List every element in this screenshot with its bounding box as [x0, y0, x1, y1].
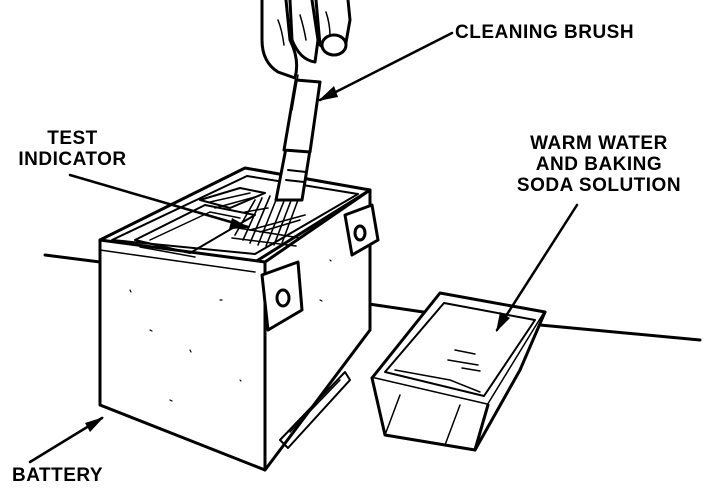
label-test-indicator-line-1: TEST [47, 128, 98, 149]
leader-warm-water [495, 203, 579, 332]
solution-tray [370, 291, 547, 452]
label-cleaning-brush: CLEANING BRUSH [455, 22, 635, 43]
floor-line [43, 253, 702, 342]
label-warm-water: WARM WATER AND BAKING SODA SOLUTION [510, 133, 688, 196]
label-battery: BATTERY [12, 465, 104, 486]
leader-cleaning-brush [318, 31, 454, 102]
hand [260, 0, 352, 80]
arrow-warm-water [496, 312, 510, 332]
label-warm-water-line-3: SODA SOLUTION [516, 175, 682, 196]
arrow-battery [85, 417, 104, 432]
cleaning-brush [274, 74, 322, 202]
arrow-cleaning-brush [318, 86, 338, 101]
label-test-indicator: TEST INDICATOR [10, 128, 135, 170]
label-warm-water-line-2: AND BAKING [535, 154, 663, 175]
arrow-test-indicator [229, 218, 250, 229]
battery [98, 166, 380, 472]
arrow-heads [85, 86, 510, 432]
label-test-indicator-line-2: INDICATOR [18, 149, 127, 170]
leader-test-indicator [68, 173, 250, 229]
brush-bristles [231, 194, 306, 247]
label-warm-water-line-1: WARM WATER [530, 133, 668, 154]
